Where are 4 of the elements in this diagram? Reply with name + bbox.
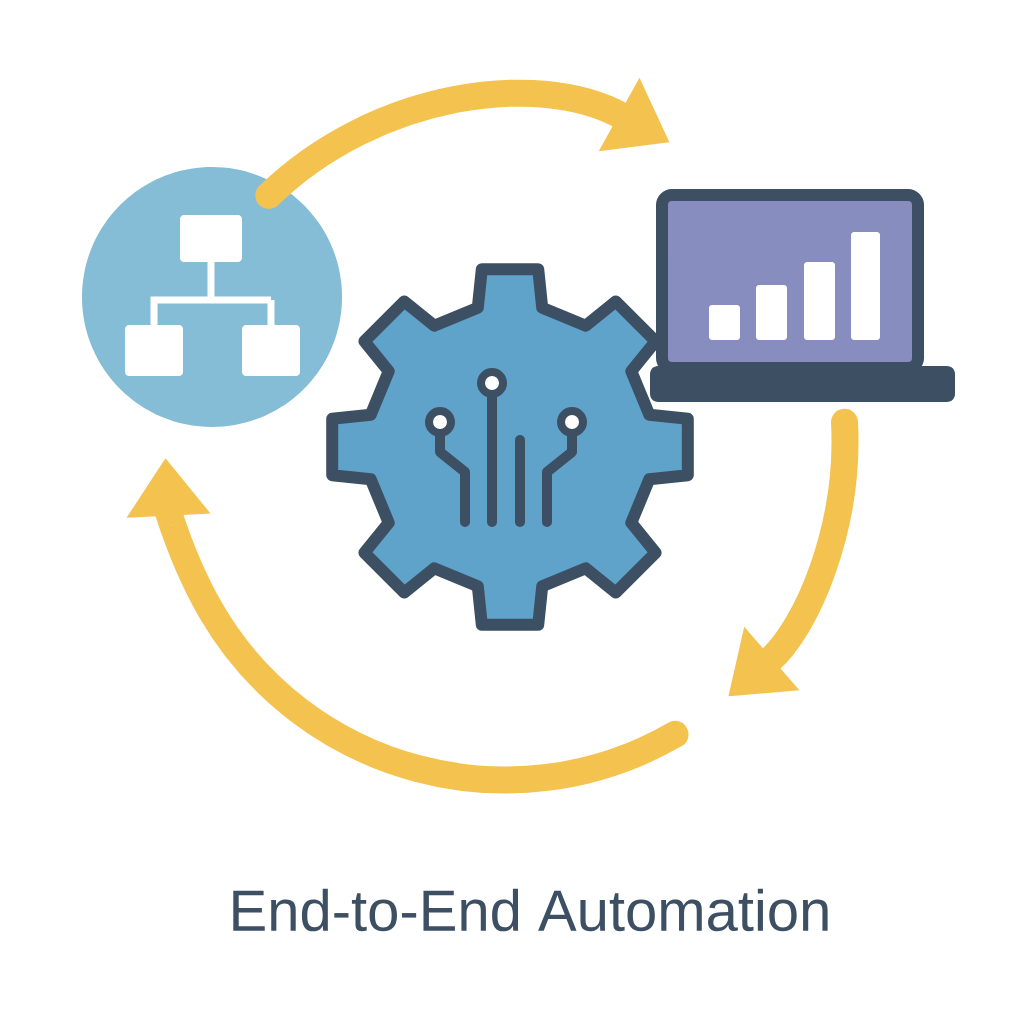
gear-drawing [326,263,694,631]
laptop-drawing [650,189,955,402]
title: End-to-End Automation [233,888,828,932]
flowchart-circle-drawing [82,167,342,427]
